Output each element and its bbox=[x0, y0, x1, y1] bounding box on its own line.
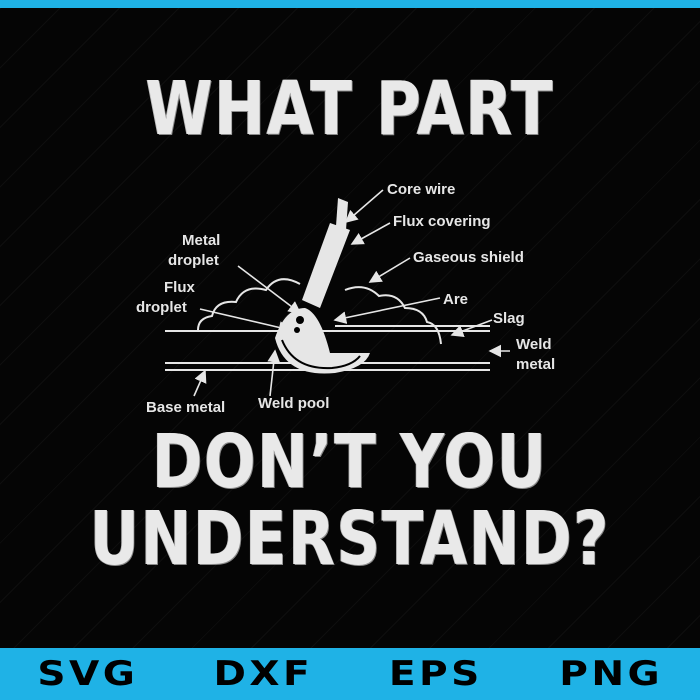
format-label-eps: EPS bbox=[389, 654, 484, 694]
headline-understand: UNDERSTAND? bbox=[89, 496, 611, 582]
headline-what-part: WHAT PART bbox=[145, 66, 555, 152]
label-arc: Are bbox=[443, 291, 468, 308]
label-weld-metal-line2: metal bbox=[516, 356, 555, 373]
label-flux-covering: Flux covering bbox=[393, 213, 491, 230]
callout-arrows bbox=[193, 189, 510, 397]
format-label-png: PNG bbox=[558, 654, 663, 694]
weld-pool bbox=[275, 308, 370, 374]
format-footer-bar: SVG DXF EPS PNG bbox=[0, 648, 700, 700]
label-metal-droplet-line1: Metal bbox=[182, 232, 220, 249]
format-label-svg: SVG bbox=[37, 654, 139, 694]
label-gaseous-shield: Gaseous shield bbox=[413, 249, 524, 266]
gaseous-shield-cloud bbox=[197, 278, 442, 345]
headline-dont-you: DON’T YOU bbox=[152, 419, 548, 505]
top-accent-bar bbox=[0, 0, 700, 8]
label-core-wire: Core wire bbox=[387, 181, 455, 198]
label-flux-droplet-line2: droplet bbox=[136, 299, 187, 316]
label-weld-metal-line1: Weld bbox=[516, 336, 552, 353]
label-flux-droplet-line1: Flux bbox=[164, 279, 195, 296]
welding-diagram: Core wire Flux covering Gaseous shield A… bbox=[136, 181, 555, 416]
artwork-canvas bbox=[0, 8, 700, 648]
label-metal-droplet-line2: droplet bbox=[168, 252, 219, 269]
format-label-dxf: DXF bbox=[213, 654, 314, 694]
label-slag: Slag bbox=[493, 310, 525, 327]
label-base-metal: Base metal bbox=[146, 399, 225, 416]
electrode bbox=[302, 198, 350, 308]
label-weld-pool: Weld pool bbox=[258, 395, 329, 412]
